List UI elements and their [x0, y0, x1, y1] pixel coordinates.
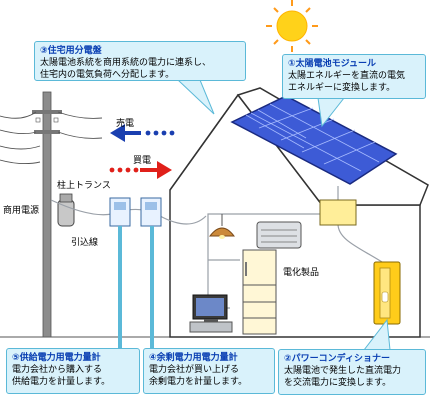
surplus-meter-description: 電力会社が買い上げる 余剰電力を計量します。 — [149, 365, 248, 387]
junction-box — [319, 199, 357, 226]
surplus-meter-icon — [140, 197, 162, 227]
solar-module-callout: ①太陽電池モジュール 太陽エネルギーを直流の電気 エネルギーに変換します。 — [282, 54, 426, 99]
distribution-panel-title: ③住宅用分電盤 — [40, 46, 102, 56]
overhead-wires — [0, 111, 103, 165]
surplus-meter-callout: ④余剰電力用電力量計 電力会社が買い上げる 余剰電力を計量します。 — [143, 348, 275, 394]
distribution-callout-tail — [176, 79, 215, 115]
sun-icon — [266, 0, 318, 52]
distribution-panel-callout: ③住宅用分電盤 太陽電池系統を商用系統の電力に連系し、 住宅内の電気負荷へ分配し… — [34, 41, 246, 81]
service-line-label: 引込線 — [71, 238, 99, 248]
utility-pole — [32, 91, 62, 338]
power-conditioner-title: ②パワーコンディショナー — [284, 354, 390, 364]
power-conditioner-description: 太陽電池で発生した直流電力 を交流電力に変換します。 — [284, 366, 402, 388]
distribution-panel-description: 太陽電池系統を商用系統の電力に連系し、 住宅内の電気負荷へ分配します。 — [40, 58, 212, 80]
purchase-meter-description: 電力会社から購入する 供給電力を計量します。 — [12, 365, 111, 387]
buy-arrow — [109, 161, 172, 179]
air-conditioner-icon — [256, 221, 302, 249]
computer-icon — [189, 294, 233, 333]
refrigerator-icon — [242, 249, 277, 335]
lamp-icon — [208, 214, 236, 239]
pole-transformer-label: 柱上トランス — [57, 181, 111, 191]
appliances-label: 電化製品 — [283, 268, 320, 278]
sell-label: 売電 — [116, 119, 135, 129]
buy-label: 買電 — [133, 156, 152, 166]
purchase-meter-title: ⑤供給電力用電力量計 — [12, 353, 101, 363]
power-conditioner-callout: ②パワーコンディショナー 太陽電池で発生した直流電力 を交流電力に変換します。 — [278, 349, 426, 395]
purchase-meter-icon — [109, 197, 131, 227]
pole-transformer-icon — [57, 193, 75, 227]
power-conditioner-icon — [373, 261, 401, 325]
sell-arrow — [110, 124, 175, 142]
solar-module-description: 太陽エネルギーを直流の電気 エネルギーに変換します。 — [288, 71, 406, 93]
solar-module-title: ①太陽電池モジュール — [288, 59, 376, 69]
solar-panel-icon — [230, 95, 398, 185]
purchase-meter-callout: ⑤供給電力用電力量計 電力会社から購入する 供給電力を計量します。 — [6, 348, 140, 394]
meter-pointers — [118, 226, 154, 348]
commercial-power-label: 商用電源 — [3, 206, 40, 216]
surplus-meter-title: ④余剰電力用電力量計 — [149, 353, 238, 363]
service-line-wire — [50, 199, 207, 225]
